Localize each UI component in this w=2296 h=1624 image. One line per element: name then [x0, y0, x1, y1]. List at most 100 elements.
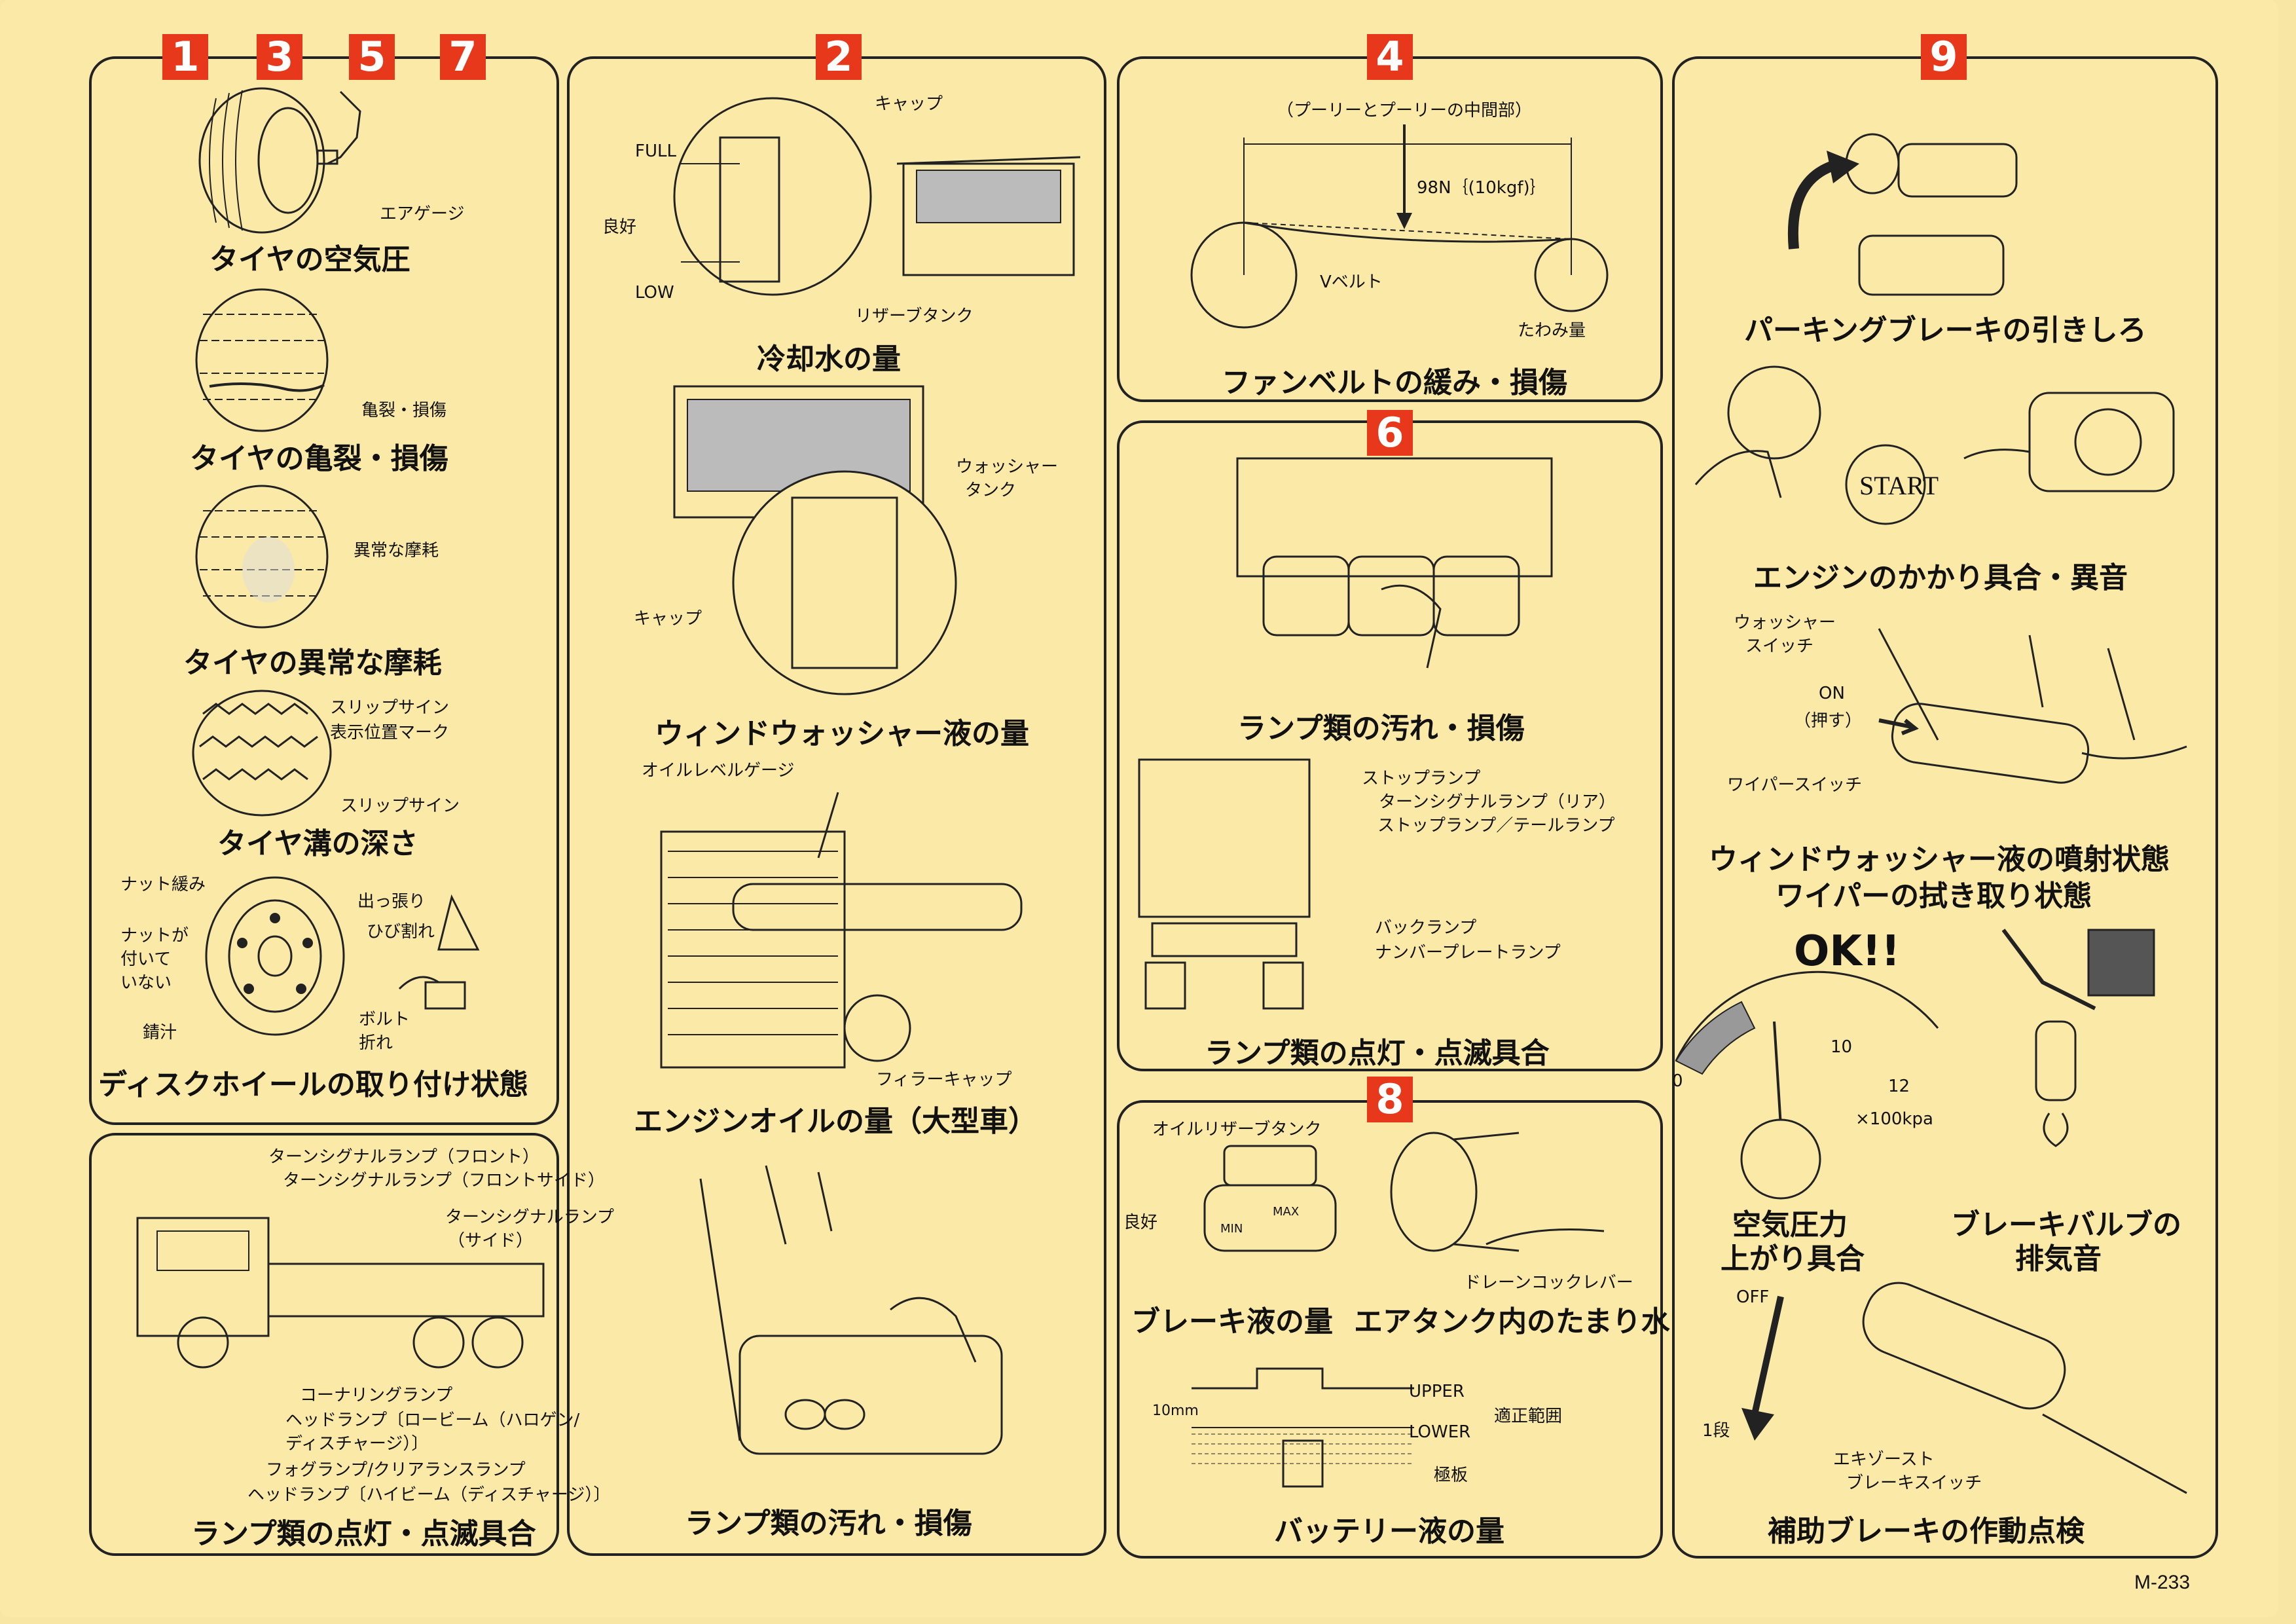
caption-fan-belt: ファンベルトの緩み・損傷 — [1222, 366, 1567, 399]
badge-8: 8 — [1367, 1077, 1413, 1122]
bolt-broken-label-2: 折れ — [359, 1033, 393, 1053]
parking-brake-illustration — [1781, 92, 2082, 308]
plate-label: 極板 — [1434, 1466, 1468, 1485]
rust-label: 錆汁 — [143, 1023, 177, 1043]
full-label: FULL — [635, 141, 676, 161]
gauge-10-label: 10 — [1831, 1037, 1853, 1057]
gauge-12-label: 12 — [1888, 1077, 1910, 1096]
caption-engine-oil: エンジンオイルの量（大型車） — [634, 1105, 1037, 1138]
badge-6: 6 — [1367, 410, 1413, 456]
panel-front-lamps — [89, 1133, 559, 1556]
midpoint-label: （プーリーとプーリーの中間部） — [1277, 101, 1533, 120]
deflection-label: たわみ量 — [1518, 321, 1586, 341]
headlamp-low-label-1: ヘッドランプ〔ロービーム（ハロゲン/ — [285, 1411, 580, 1430]
washer-tank-label-1: ウォッシャー — [956, 457, 1059, 477]
disc-wheel-illustration — [203, 871, 517, 1041]
turn-signal-front-side-label: ターンシグナルランプ（フロントサイド） — [283, 1171, 605, 1190]
badge-1: 1 — [162, 34, 208, 80]
start-label: START — [1859, 471, 1939, 500]
caption-air-pressure-2: 上がり具合 — [1721, 1242, 1865, 1276]
front-lamp-cleaning-illustration — [674, 1166, 1041, 1493]
exhaust-brake-illustration — [1741, 1283, 2200, 1500]
headlamp-low-label-2: ディスチャージ）〕 — [285, 1434, 429, 1454]
coolant-illustration — [655, 98, 1087, 334]
badge-5: 5 — [349, 34, 395, 80]
air-gauge-illustration — [1663, 930, 1951, 1205]
protrusion-label: 出っ張り — [357, 892, 426, 912]
good-label: 良好 — [602, 217, 637, 237]
tire-tread-illustration — [183, 688, 340, 819]
plate-lamp-label: ナンバープレートランプ — [1375, 943, 1561, 963]
mm-label: 10mm — [1152, 1403, 1199, 1419]
slip-sign-label: スリップサイン — [340, 796, 460, 816]
upper-label: UPPER — [1409, 1382, 1465, 1401]
badge-3: 3 — [257, 34, 302, 80]
washer-switch-label-1: ウォッシャー — [1734, 613, 1836, 633]
truck-rear-illustration — [1126, 760, 1322, 1015]
turn-signal-side-label-2: （サイド） — [448, 1231, 534, 1251]
gauge-0-label: 0 — [1672, 1071, 1683, 1091]
badge-9: 9 — [1921, 34, 1967, 80]
force-label: 98N｛(10kgf)｝ — [1417, 178, 1547, 198]
badge-2: 2 — [816, 34, 862, 80]
slip-sign-mark-label-2: 表示位置マーク — [330, 723, 450, 743]
turn-signal-side-label: ターンシグナルランプ — [445, 1208, 614, 1227]
panel-tires — [89, 56, 559, 1125]
washer-switch-label-2: スイッチ — [1745, 637, 1814, 656]
air-gauge-label: エアゲージ — [380, 204, 465, 224]
coolant-cap-label: キャップ — [875, 94, 943, 114]
caption-brake-valve-2: 排気音 — [2015, 1242, 2102, 1276]
brake-valve-illustration — [1977, 917, 2174, 1192]
nut-loose-label: ナット緩み — [120, 875, 206, 895]
reservoir-label: リザーブタンク — [855, 306, 974, 326]
tire-crack-illustration — [190, 288, 347, 432]
proper-range-label: 適正範囲 — [1494, 1407, 1563, 1426]
engine-start-illustration — [1676, 354, 2200, 550]
caption-tread-depth: タイヤ溝の深さ — [217, 827, 418, 860]
caption-brake-fluid: ブレーキ液の量 — [1131, 1305, 1333, 1338]
exhaust-switch-label-1: エキゾースト — [1833, 1450, 1935, 1469]
back-lamp-label: バックランプ — [1375, 918, 1477, 938]
caption-brake-valve-1: ブレーキバルブの — [1951, 1208, 2181, 1242]
exhaust-switch-label-2: ブレーキスイッチ — [1846, 1473, 1982, 1493]
caption-rear-lamp-dirt: ランプ類の汚れ・損傷 — [1237, 712, 1525, 745]
nut-missing-label-1: ナットが — [120, 926, 189, 946]
caption-engine-start: エンジンのかかり具合・異音 — [1753, 561, 2128, 595]
caption-washer-spray: ウィンドウォッシャー液の噴射状態 — [1709, 843, 2170, 876]
brake-fluid-illustration — [1198, 1139, 1342, 1270]
rear-lamp-cleaning-illustration — [1231, 458, 1558, 681]
caption-coolant: 冷却水の量 — [757, 342, 901, 376]
tire-wear-illustration — [190, 485, 347, 629]
push-label: （押す） — [1794, 711, 1863, 731]
gauge-unit-label: ×100kpa — [1855, 1109, 1933, 1129]
stop-tail-lamp-label: ストップランプ／テールランプ — [1377, 816, 1615, 836]
caption-parking-brake: パーキングブレーキの引きしろ — [1744, 314, 2147, 347]
drain-label: ドレーンコックレバー — [1464, 1273, 1633, 1293]
crack2-label: ひび割れ — [367, 922, 435, 942]
turn-signal-front-label: ターンシグナルランプ（フロント） — [268, 1147, 539, 1167]
low-label: LOW — [635, 283, 674, 303]
fan-belt-illustration — [1172, 124, 1617, 321]
caption-washer-fluid: ウィンドウォッシャー液の量 — [655, 717, 1029, 750]
abnormal-wear-label: 異常な摩耗 — [354, 541, 439, 561]
caption-aux-brake: 補助ブレーキの作動点検 — [1768, 1515, 2085, 1548]
washer-cap-label: キャップ — [634, 609, 702, 629]
min-label: MIN — [1220, 1222, 1243, 1236]
caption-front-lamp-lighting: ランプ類の点灯・点滅具合 — [191, 1517, 536, 1551]
step1-label: 1段 — [1702, 1421, 1730, 1441]
turn-signal-rear-label: ターンシグナルランプ（リア） — [1379, 792, 1616, 812]
engine-oil-illustration — [655, 779, 1034, 1087]
document-code: M-233 — [2134, 1572, 2191, 1593]
cornering-lamp-label: コーナリングランプ — [300, 1386, 453, 1405]
caption-air-pressure-1: 空気圧力 — [1732, 1208, 1848, 1242]
caption-battery: バッテリー液の量 — [1274, 1515, 1504, 1548]
slip-sign-mark-label-1: スリップサイン — [330, 698, 450, 718]
tire-pressure-illustration — [190, 85, 399, 236]
caption-disc-wheel: ディスクホイールの取り付け状態 — [98, 1068, 528, 1101]
on-label: ON — [1819, 684, 1845, 703]
caption-wiper: ワイパーの拭き取り状態 — [1776, 879, 2092, 913]
headlamp-high-label: ヘッドランプ〔ハイビーム（ディスチャージ）〕 — [247, 1485, 611, 1505]
crack-label: 亀裂・損傷 — [361, 401, 447, 420]
caption-front-lamp-dirt: ランプ類の汚れ・損傷 — [685, 1507, 972, 1540]
caption-air-tank: エアタンク内のたまり水 — [1354, 1305, 1670, 1338]
